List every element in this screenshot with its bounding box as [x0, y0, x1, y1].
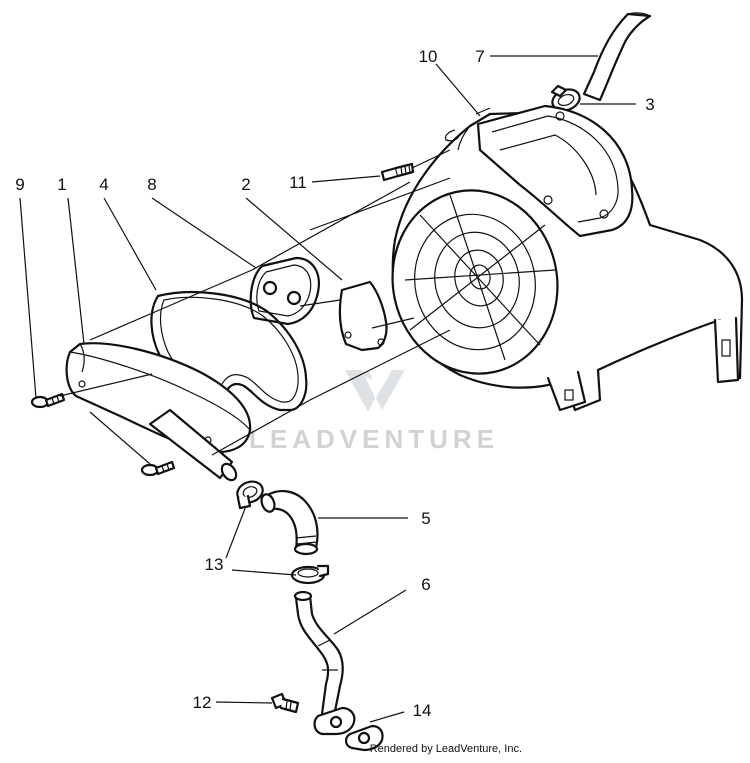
blower-housing-10[interactable] — [376, 104, 744, 412]
clamp-13-upper[interactable] — [234, 478, 265, 510]
callout-13: 13 — [205, 555, 224, 574]
gasket-8[interactable] — [249, 256, 320, 326]
cover-2[interactable] — [338, 280, 388, 352]
callouts: 1 2 3 4 5 6 7 8 9 10 11 12 13 14 — [15, 47, 654, 720]
callout-12: 12 — [193, 693, 212, 712]
watermark-logo — [345, 370, 405, 412]
screw-9-upper[interactable] — [30, 392, 66, 409]
assembly-lines — [59, 107, 491, 465]
callout-7: 7 — [475, 47, 484, 66]
callout-4: 4 — [99, 175, 108, 194]
screw-9-lower[interactable] — [140, 460, 176, 477]
callout-14: 14 — [413, 701, 432, 720]
callout-8: 8 — [147, 175, 156, 194]
hose-7[interactable] — [582, 12, 652, 102]
callout-6: 6 — [421, 575, 430, 594]
credit-text: Rendered by LeadVenture, Inc. — [370, 743, 522, 755]
screw-11[interactable] — [380, 162, 415, 182]
callout-3: 3 — [645, 95, 654, 114]
callout-2: 2 — [241, 175, 250, 194]
watermark-text: LEADVENTURE — [249, 424, 499, 454]
gasket-14[interactable] — [345, 724, 384, 752]
tube-6[interactable] — [293, 590, 356, 736]
cover-plate-1[interactable] — [65, 342, 252, 483]
leader-lines — [19, 55, 636, 723]
elbow-hose-5[interactable] — [259, 490, 319, 556]
clamp-13-lower[interactable] — [290, 564, 330, 585]
clamp-3[interactable] — [549, 84, 582, 114]
callout-9: 9 — [15, 175, 24, 194]
callout-10: 10 — [419, 47, 438, 66]
callout-1: 1 — [57, 175, 66, 194]
callout-11: 11 — [289, 173, 307, 192]
callout-5: 5 — [421, 509, 430, 528]
bolt-12[interactable] — [270, 692, 300, 714]
